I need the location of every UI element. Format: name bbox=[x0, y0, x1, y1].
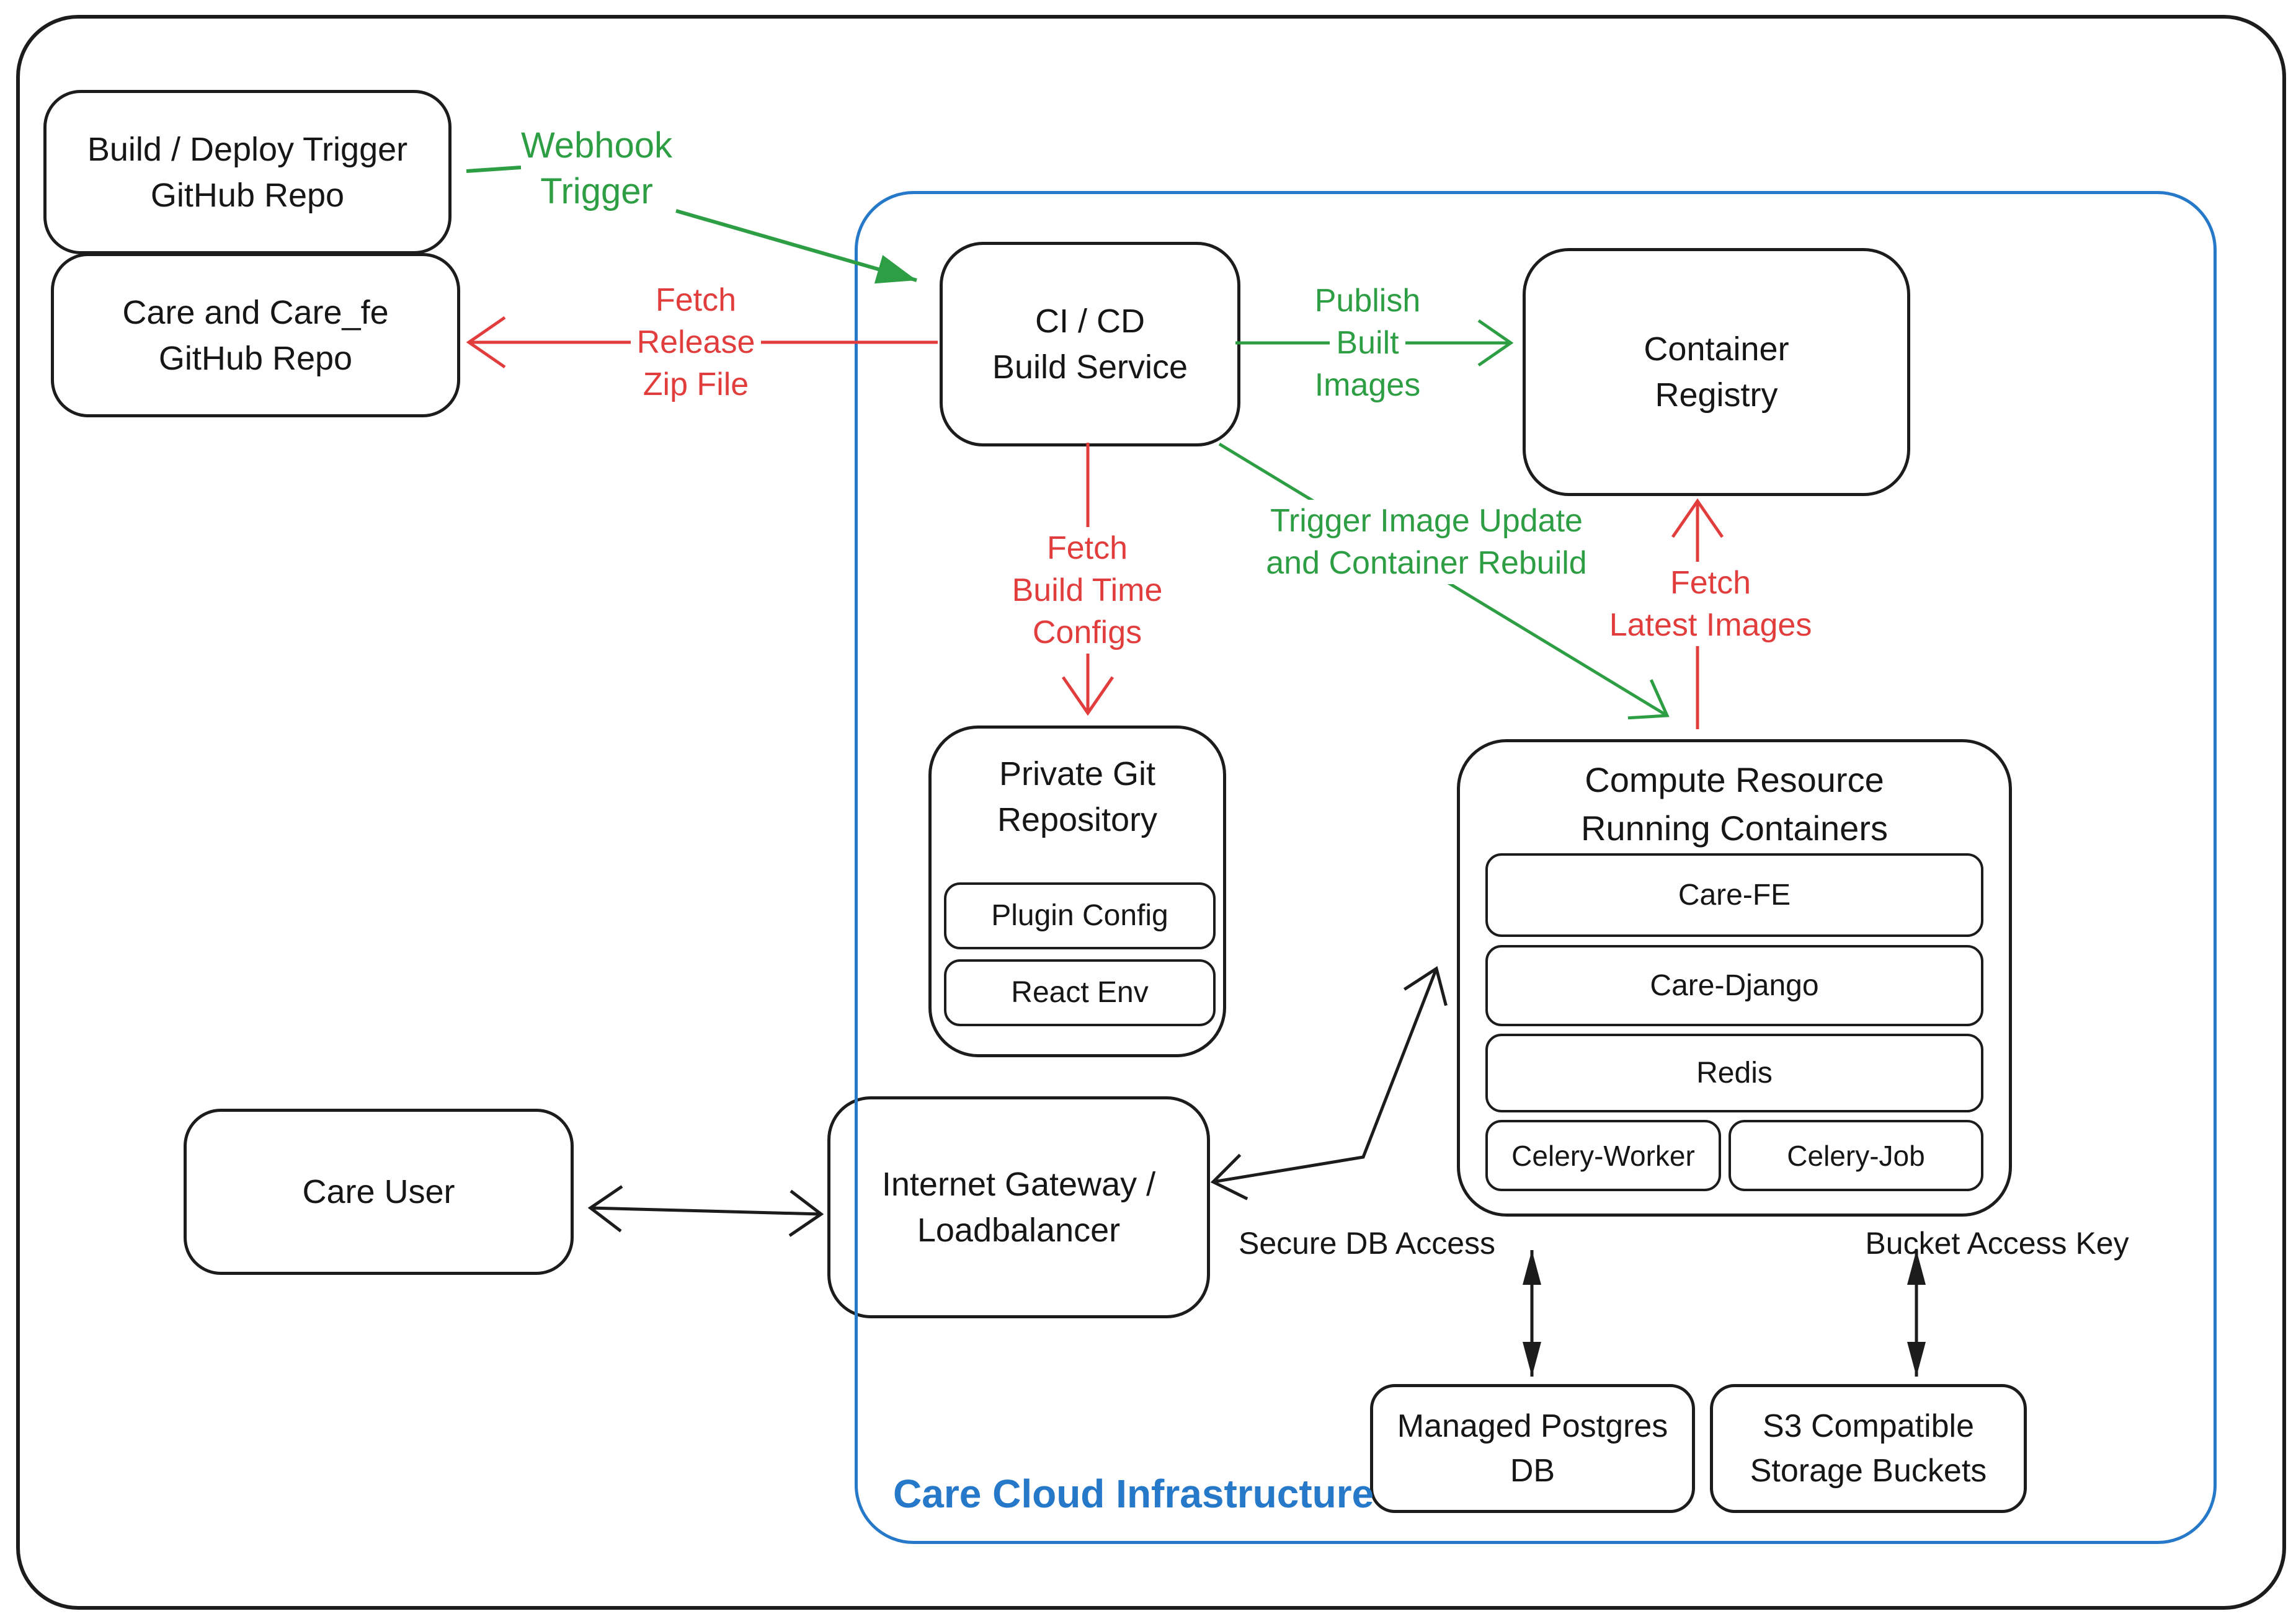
node-label-line: React Env bbox=[1011, 976, 1149, 1009]
node-managed-postgres: Managed Postgres DB bbox=[1370, 1384, 1695, 1513]
node-internet-gateway: Internet Gateway / Loadbalancer bbox=[827, 1096, 1210, 1318]
container-celery-worker: Celery-Worker bbox=[1485, 1120, 1721, 1191]
node-react-env: React Env bbox=[944, 959, 1216, 1026]
node-label-line: Redis bbox=[1696, 1056, 1773, 1089]
node-care-user: Care User bbox=[184, 1109, 574, 1275]
node-label-line: Container bbox=[1644, 331, 1789, 368]
node-label-line: Plugin Config bbox=[991, 899, 1168, 932]
node-label-line: Managed Postgres bbox=[1397, 1408, 1668, 1444]
container-care-django: Care-Django bbox=[1485, 945, 1983, 1026]
diagram-outer-border bbox=[16, 15, 2286, 1610]
node-label-line: S3 Compatible bbox=[1762, 1408, 1975, 1444]
node-label-line: Care and Care_fe bbox=[122, 293, 389, 331]
node-build-deploy-trigger-repo: Build / Deploy Trigger GitHub Repo bbox=[43, 90, 452, 254]
label-fetch-release-zip: Fetch Release Zip File bbox=[590, 279, 801, 406]
node-compute-resource: Compute Resource Running Containers Care… bbox=[1457, 739, 2012, 1217]
node-label-line: GitHub Repo bbox=[150, 176, 345, 214]
node-label-line: Care-Django bbox=[1650, 969, 1819, 1002]
node-label-line: Internet Gateway / bbox=[881, 1166, 1156, 1203]
node-title: Compute Resource Running Containers bbox=[1581, 756, 1888, 853]
label-fetch-build-configs: Fetch Build Time Configs bbox=[982, 527, 1193, 654]
node-label-line: Running Containers bbox=[1581, 809, 1888, 848]
container-celery-job: Celery-Job bbox=[1729, 1120, 1983, 1191]
label-secure-db-access: Secure DB Access bbox=[1238, 1226, 1496, 1261]
node-label-line: Registry bbox=[1655, 376, 1778, 414]
node-label-line: Private Git bbox=[999, 755, 1156, 792]
node-label-line: DB bbox=[1510, 1453, 1555, 1489]
label-publish-built-images: Publish Built Images bbox=[1262, 280, 1473, 406]
node-container-registry: Container Registry bbox=[1523, 248, 1910, 496]
node-title: Private Git Repository bbox=[997, 751, 1157, 843]
node-s3-buckets: S3 Compatible Storage Buckets bbox=[1710, 1384, 2027, 1513]
node-label-line: Celery-Job bbox=[1787, 1139, 1925, 1172]
node-label-line: Build Service bbox=[992, 348, 1188, 386]
node-label-line: CI / CD bbox=[1035, 303, 1145, 340]
node-label-line: Storage Buckets bbox=[1750, 1453, 1987, 1489]
label-webhook-trigger: Webhook Trigger bbox=[521, 125, 672, 211]
node-plugin-config: Plugin Config bbox=[944, 882, 1216, 949]
node-label-line: Compute Resource bbox=[1585, 760, 1884, 799]
container-redis: Redis bbox=[1485, 1034, 1983, 1112]
node-private-git-repository: Private Git Repository Plugin Config Rea… bbox=[928, 725, 1226, 1057]
care-cloud-region-label: Care Cloud Infrastructure bbox=[893, 1471, 1374, 1516]
node-label-line: Care User bbox=[302, 1173, 455, 1210]
node-cicd-build-service: CI / CD Build Service bbox=[940, 242, 1240, 446]
node-care-github-repo: Care and Care_fe GitHub Repo bbox=[51, 253, 460, 417]
node-label-line: Care-FE bbox=[1678, 878, 1791, 912]
label-bucket-access-key: Bucket Access Key bbox=[1865, 1226, 2129, 1261]
node-label-line: Build / Deploy Trigger bbox=[87, 130, 408, 168]
node-label-line: GitHub Repo bbox=[158, 339, 353, 377]
container-care-fe: Care-FE bbox=[1485, 853, 1983, 937]
node-label-line: Repository bbox=[997, 801, 1158, 838]
label-trigger-image-update: Trigger Image Update and Container Rebui… bbox=[1260, 500, 1593, 584]
node-label-line: Celery-Worker bbox=[1511, 1139, 1695, 1172]
node-label-line: Loadbalancer bbox=[917, 1212, 1121, 1249]
label-fetch-latest-images: Fetch Latest Images bbox=[1603, 562, 1818, 646]
